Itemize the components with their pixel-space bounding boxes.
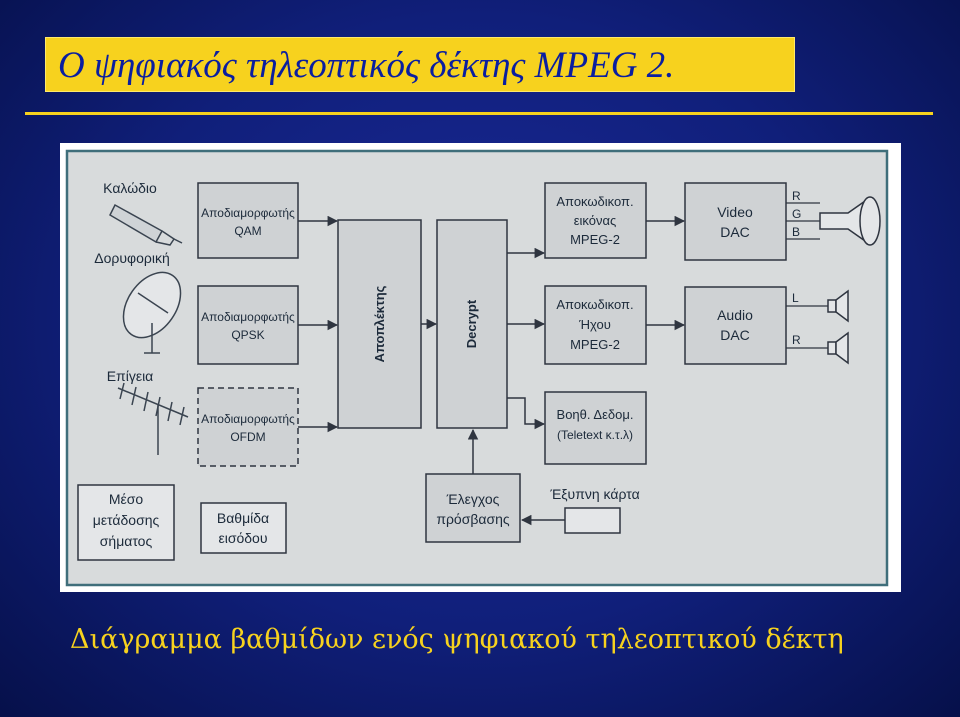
legend-medium-line-3: σήματος [100, 533, 153, 549]
ofdm-demodulator-box [197, 387, 299, 467]
video-dac-line-2: DAC [720, 224, 750, 240]
antenna-icon [117, 382, 189, 455]
output-label-b: B [792, 225, 800, 239]
title-banner: Ο ψηφιακός τηλεοπτικός δέκτης MPEG 2. [45, 37, 795, 92]
audio-dac-line-1: Audio [717, 307, 753, 323]
legend-input-stage-box [200, 502, 287, 554]
audio-dac-line-2: DAC [720, 327, 750, 343]
source-label-satellite: Δορυφορική [94, 250, 169, 266]
ofdm-demodulator-label: Αποδιαμορφωτής [201, 412, 295, 426]
audio-decoder-line-3: MPEG-2 [570, 337, 620, 352]
output-label-r-audio: R [792, 333, 801, 347]
source-label-terrestrial: Επίγεια [107, 368, 154, 384]
speaker-left-icon [827, 289, 849, 323]
access-control-line-1: Έλεγχος [446, 491, 500, 507]
qpsk-demodulator-box [197, 285, 299, 365]
cable-connector-icon [109, 203, 183, 246]
ofdm-demodulator-type: OFDM [230, 430, 265, 444]
satellite-dish-icon [122, 271, 182, 354]
aux-data-line-2: (Teletext κ.τ.λ) [557, 428, 633, 442]
legend-medium-line-1: Μέσο [109, 491, 144, 507]
decrypt-to-aux-decoder-arrow [507, 397, 546, 430]
source-label-cable: Καλώδιο [103, 180, 157, 196]
video-dac-box [684, 182, 787, 261]
audio-dac-box [684, 286, 787, 365]
aux-data-box [544, 391, 647, 465]
aux-data-line-1: Βοηθ. Δεδομ. [557, 407, 634, 422]
qam-demodulator-label: Αποδιαμορφωτής [201, 206, 295, 220]
qpsk-demodulator-label: Αποδιαμορφωτής [201, 310, 295, 324]
output-label-g: G [792, 207, 801, 221]
speaker-right-icon [827, 331, 849, 365]
decrypt-box [436, 219, 508, 429]
slide-title: Ο ψηφιακός τηλεοπτικός δέκτης MPEG 2. [58, 45, 675, 86]
legend-medium-line-2: μετάδοσης [93, 512, 160, 528]
demux-label: Αποπλέκτης [372, 285, 387, 362]
audio-decoder-line-1: Αποκωδικοπ. [556, 297, 633, 312]
video-decoder-line-2: εικόνας [574, 213, 617, 228]
video-decoder-box [544, 182, 647, 259]
access-control-box [425, 473, 521, 543]
output-label-l: L [792, 291, 799, 305]
audio-decoder-line-2: Ήχου [578, 317, 611, 332]
smart-card-icon [564, 507, 621, 534]
qam-demodulator-box [197, 182, 299, 259]
access-control-line-2: πρόσβασης [436, 511, 510, 527]
picture-tube-icon [819, 196, 881, 246]
output-label-r: R [792, 189, 801, 203]
qpsk-demodulator-type: QPSK [231, 328, 264, 342]
video-decoder-line-3: MPEG-2 [570, 232, 620, 247]
slide-caption: Διάγραμμα βαθμίδων ενός ψηφιακού τηλεοπτ… [70, 624, 844, 655]
video-dac-line-1: Video [717, 204, 753, 220]
legend-input-stage-line-1: Βαθμίδα [217, 510, 269, 526]
title-underline [25, 112, 933, 115]
legend-medium-box [77, 484, 175, 561]
block-diagram: Καλώδιο Δορυφορική Επίγεια Αποδιαμορφωτή… [65, 149, 889, 587]
decrypt-label: Decrypt [464, 299, 479, 348]
block-diagram-panel: Καλώδιο Δορυφορική Επίγεια Αποδιαμορφωτή… [60, 143, 901, 592]
qam-demodulator-type: QAM [234, 224, 261, 238]
smart-card-label: Έξυπνη κάρτα [549, 486, 639, 502]
video-decoder-line-1: Αποκωδικοπ. [556, 194, 633, 209]
legend-input-stage-line-2: εισόδου [218, 530, 267, 546]
